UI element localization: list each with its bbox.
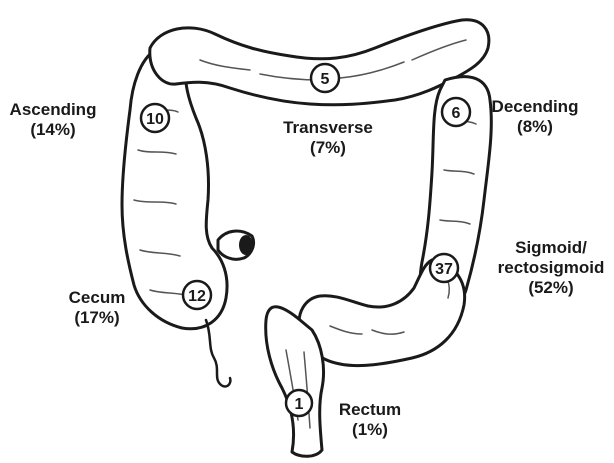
sigmoid-name-line1: Sigmoid/ [515, 238, 587, 257]
descending-percent: (8%) [480, 117, 590, 137]
svg-text:6: 6 [452, 105, 461, 122]
descending-name: Decending [492, 97, 579, 116]
count-descending: 6 [442, 98, 470, 126]
rectum-percent: (1%) [330, 420, 410, 440]
label-sigmoid: Sigmoid/ rectosigmoid (52%) [496, 238, 606, 298]
ascending-name: Ascending [10, 100, 97, 119]
sigmoid-name-line2: rectosigmoid [496, 258, 606, 278]
svg-text:12: 12 [188, 288, 206, 305]
count-rectum: 1 [286, 390, 312, 416]
label-descending: Decending (8%) [480, 97, 590, 137]
svg-text:1: 1 [295, 396, 304, 413]
count-ascending: 10 [141, 104, 169, 132]
count-sigmoid: 37 [430, 254, 458, 282]
svg-text:10: 10 [146, 111, 164, 128]
cecum-name: Cecum [69, 288, 126, 307]
rectum-name: Rectum [339, 400, 401, 419]
label-ascending: Ascending (14%) [8, 100, 98, 140]
count-cecum: 12 [183, 281, 211, 309]
transverse-percent: (7%) [268, 138, 388, 158]
sigmoid-percent: (52%) [496, 278, 606, 298]
count-transverse: 5 [311, 64, 339, 92]
label-cecum: Cecum (17%) [52, 288, 142, 328]
ileum-opening [239, 235, 253, 255]
transverse-name: Transverse [283, 118, 373, 137]
label-transverse: Transverse (7%) [268, 118, 388, 158]
label-rectum: Rectum (1%) [330, 400, 410, 440]
svg-text:5: 5 [321, 71, 330, 88]
ascending-colon [122, 50, 227, 329]
cecum-percent: (17%) [52, 308, 142, 328]
appendix [206, 320, 230, 386]
svg-text:37: 37 [435, 261, 453, 278]
ascending-percent: (14%) [8, 120, 98, 140]
